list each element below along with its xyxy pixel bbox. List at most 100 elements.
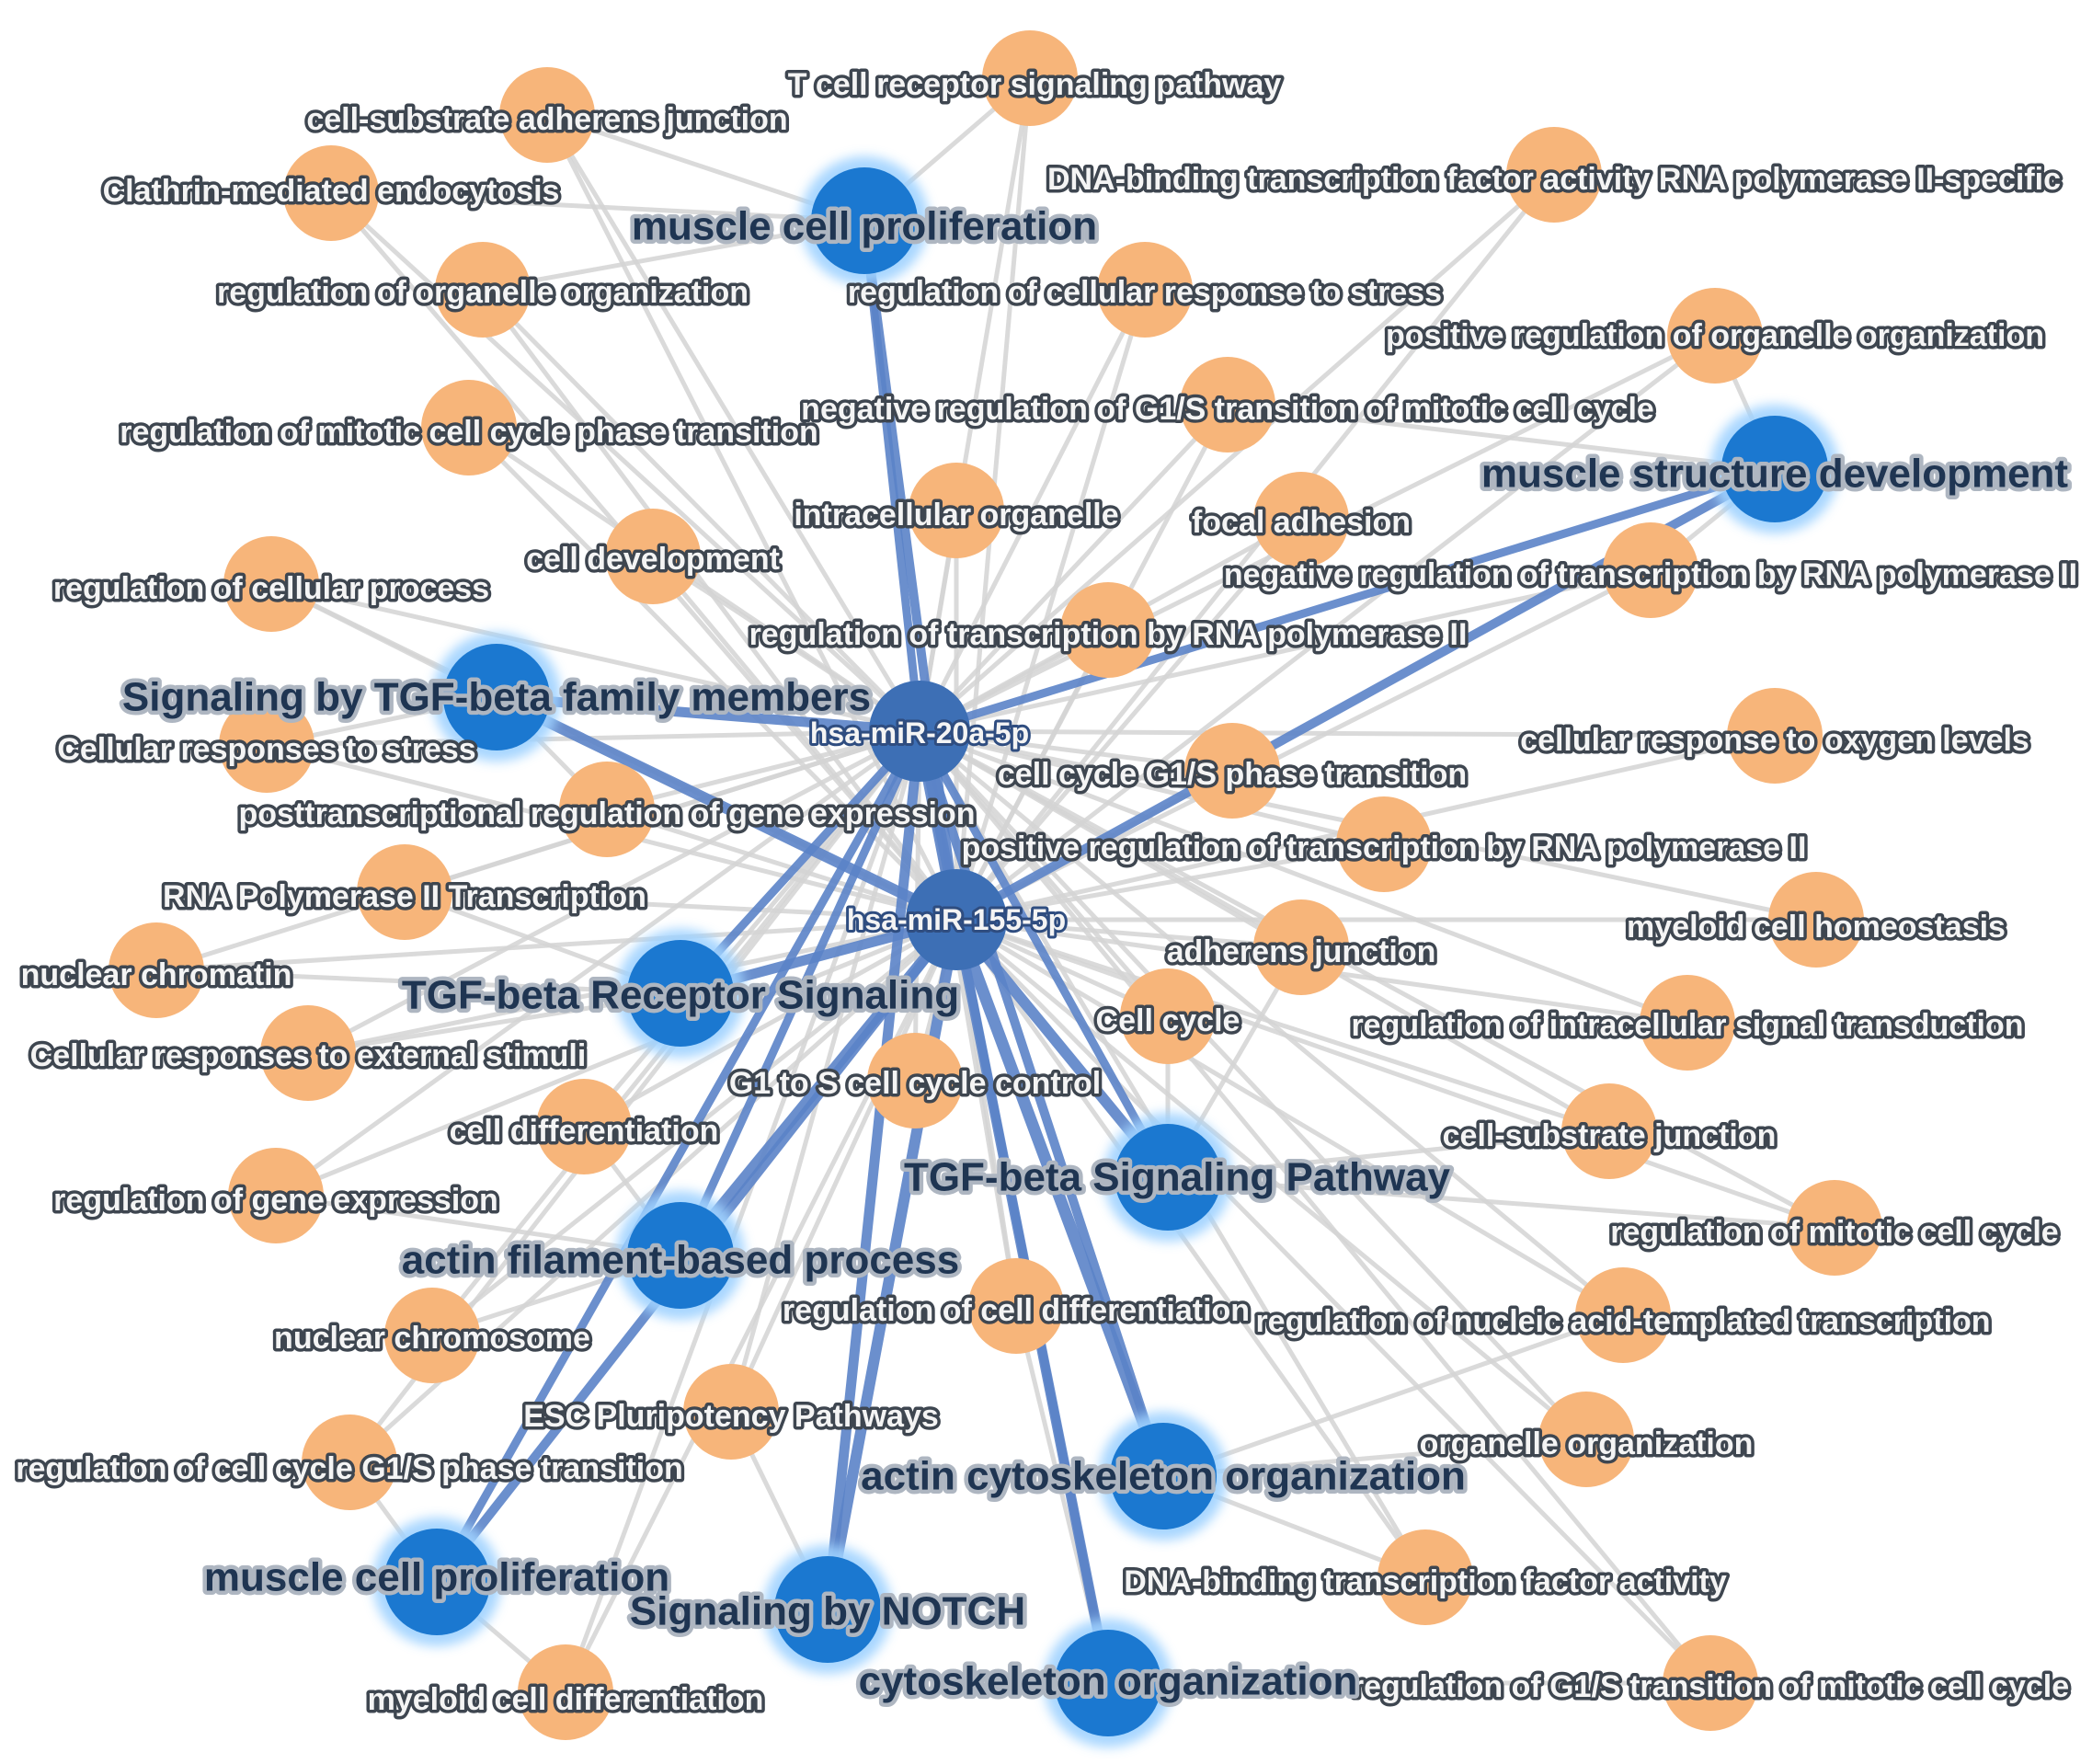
gray-edge: [955, 842, 1385, 922]
term-node[interactable]: [499, 67, 595, 163]
term-label: regulation of mitotic cell cycle: [1610, 1215, 2058, 1250]
hub-label: muscle structure development: [1481, 452, 2069, 497]
term-node[interactable]: [421, 380, 517, 475]
term-label: cell-substrate adherens junction: [306, 102, 787, 137]
term-node[interactable]: [1180, 357, 1275, 452]
gray-edge: [155, 728, 920, 973]
hub-label: Signaling by NOTCH: [630, 1589, 1025, 1634]
term-node[interactable]: [223, 536, 319, 632]
gray-edge: [155, 917, 957, 973]
term-node[interactable]: [435, 242, 531, 338]
gray-edge: [651, 554, 921, 734]
term-node[interactable]: [1768, 872, 1864, 968]
term-node[interactable]: [909, 463, 1004, 558]
term-node[interactable]: [518, 1644, 613, 1740]
term-node[interactable]: [559, 762, 655, 857]
hub-node[interactable]: [1115, 1124, 1221, 1231]
term-node[interactable]: [1097, 242, 1193, 338]
term-node[interactable]: [1603, 522, 1698, 618]
hub-label: TGF-beta Receptor Signaling: [402, 973, 959, 1018]
term-node[interactable]: [219, 697, 314, 793]
hub-node[interactable]: [383, 1529, 490, 1635]
term-node[interactable]: [302, 1415, 397, 1510]
term-label: cell-substrate junction: [1443, 1118, 1777, 1153]
term-node[interactable]: [1060, 582, 1156, 678]
term-label: negative regulation of transcription by …: [1224, 557, 2077, 592]
term-node[interactable]: [1120, 968, 1216, 1064]
term-label: DNA-binding transcription factor activit…: [1124, 1564, 1727, 1599]
term-node[interactable]: [1253, 899, 1349, 995]
term-node[interactable]: [384, 1288, 480, 1383]
term-label: focal adhesion: [1192, 505, 1411, 540]
gray-edge: [955, 917, 1835, 1231]
hub-node[interactable]: [627, 940, 734, 1047]
term-label: Cell cycle: [1096, 1003, 1240, 1038]
term-label: positive regulation of transcription by …: [962, 830, 1807, 865]
mirna-node[interactable]: [906, 869, 1007, 970]
hub-node[interactable]: [1721, 416, 1828, 522]
blue-edges: [432, 216, 1779, 1689]
blue-edge: [491, 692, 962, 925]
term-label: regulation of mitotic cell cycle phase t…: [120, 415, 818, 450]
term-node[interactable]: [1253, 472, 1349, 567]
gray-edge: [1162, 1437, 1587, 1479]
term-node[interactable]: [1787, 1180, 1882, 1276]
hub-node[interactable]: [1055, 1630, 1161, 1736]
term-node[interactable]: [683, 1364, 779, 1460]
term-label: cellular response to oxygen levels: [1520, 723, 2029, 758]
term-node[interactable]: [1575, 1267, 1671, 1363]
gray-edge: [955, 567, 1652, 922]
term-node[interactable]: [109, 922, 204, 1018]
term-node[interactable]: [968, 1258, 1064, 1354]
gray-edge: [918, 403, 1229, 733]
hub-node[interactable]: [443, 644, 550, 750]
term-node[interactable]: [357, 844, 452, 940]
hub-node[interactable]: [1110, 1423, 1217, 1529]
term-node[interactable]: [228, 1148, 324, 1243]
term-label: Cellular responses to stress: [57, 732, 475, 767]
term-node[interactable]: [1561, 1083, 1657, 1179]
term-node[interactable]: [1727, 688, 1823, 784]
term-label: regulation of cellular response to stres…: [848, 275, 1442, 310]
term-node[interactable]: [536, 1079, 632, 1174]
gray-edge: [918, 173, 1556, 733]
mirna-node[interactable]: [869, 681, 970, 782]
term-node[interactable]: [605, 509, 701, 604]
term-node[interactable]: [1663, 1635, 1758, 1731]
blue-edge: [822, 914, 962, 1615]
term-label: cell cycle G1/S phase transition: [998, 757, 1467, 792]
gray-edge: [919, 728, 1385, 847]
term-node[interactable]: [1506, 127, 1602, 223]
gray-edge: [275, 1193, 681, 1258]
term-label: myeloid cell homeostasis: [1627, 910, 2006, 945]
term-node[interactable]: [867, 1033, 963, 1128]
term-label: myeloid cell differentiation: [368, 1682, 764, 1717]
gray-edge: [1167, 1128, 1610, 1180]
term-node[interactable]: [1378, 1529, 1473, 1625]
hub-node[interactable]: [627, 1202, 734, 1309]
term-node[interactable]: [1184, 723, 1280, 819]
term-node[interactable]: [1640, 975, 1735, 1071]
term-label: T cell receptor signaling pathway: [788, 67, 1282, 102]
labels: T cell receptor signaling pathwaycell-su…: [13, 64, 2081, 1721]
gray-edge: [606, 728, 920, 812]
term-node[interactable]: [1336, 796, 1432, 892]
gray-edge: [955, 917, 1302, 950]
term-label: Cellular responses to external stimuli: [30, 1038, 587, 1073]
term-node[interactable]: [283, 145, 379, 241]
term-label: posttranscriptional regulation of gene e…: [238, 796, 975, 831]
term-node[interactable]: [1538, 1392, 1634, 1487]
hub-node[interactable]: [811, 167, 918, 274]
term-node[interactable]: [982, 30, 1078, 126]
term-node[interactable]: [260, 1005, 356, 1101]
term-label: RNA Polymerase II Transcription: [163, 879, 646, 914]
hub-label: muscle cell proliferation: [204, 1555, 669, 1600]
blue-edge: [915, 727, 1172, 1182]
term-label: regulation of cell differentiation: [783, 1293, 1250, 1328]
term-node[interactable]: [1667, 288, 1763, 384]
hub-node[interactable]: [774, 1556, 881, 1663]
term-label: regulation of nucleic acid-templated tra…: [1255, 1304, 1990, 1339]
gray-edge: [544, 113, 922, 733]
blue-edge: [491, 692, 925, 737]
